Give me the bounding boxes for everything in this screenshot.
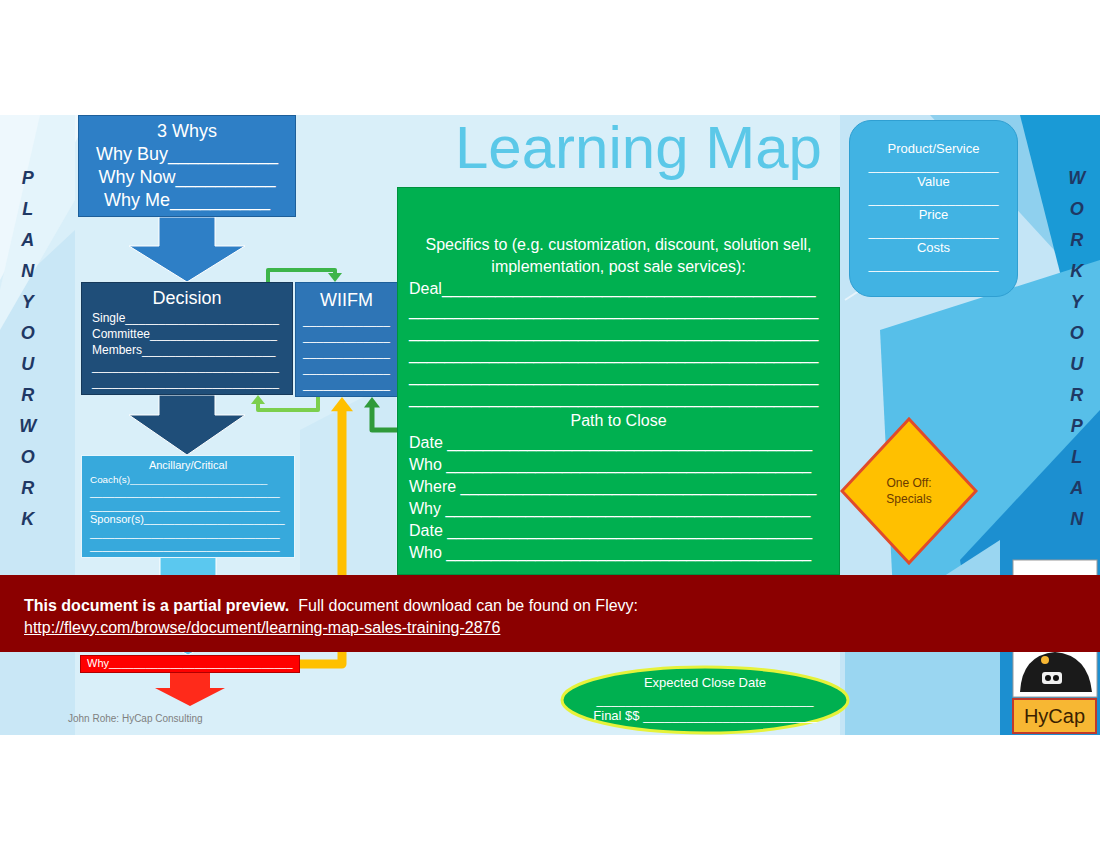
arrow-head [364, 397, 380, 407]
side-slogan: WORK YOUR PLAN [1066, 163, 1088, 535]
node-text: __________________ [858, 158, 1009, 175]
node-text: ______________________________ [597, 692, 814, 709]
node-text: ________________________________________… [409, 300, 828, 322]
logo-eye [1053, 675, 1059, 681]
logo-hat [1020, 652, 1092, 692]
node-text: Why Buy___________ [89, 143, 285, 166]
node-text: _____________ [301, 376, 392, 392]
flow-connector [129, 395, 245, 455]
connector-line [372, 407, 397, 430]
node-text: __________________ [858, 224, 1009, 241]
block-arrow [129, 217, 245, 282]
node-text: Single_______________________ [92, 310, 282, 326]
stripe [0, 115, 75, 330]
arrow-head [251, 395, 265, 404]
arrow-head [331, 397, 353, 411]
ancillary-box: Ancillary/CriticalCoach(s)______________… [81, 455, 295, 558]
node-text: Where __________________________________… [409, 476, 828, 498]
block-arrow [129, 395, 245, 455]
node-heading: Why______________________________ [87, 657, 293, 671]
whys-box: 3 WhysWhy Buy___________Why Now_________… [78, 115, 296, 217]
node-text: Coach(s)_________________________ [90, 473, 286, 487]
node-text: ________________________________________… [409, 388, 828, 410]
flow-connector [268, 270, 342, 282]
node-heading: Ancillary/Critical [90, 459, 286, 473]
node-heading: Decision [92, 287, 282, 310]
node-text: Sponsor(s)_______________________ [90, 513, 286, 527]
node-text: ________________________________________… [409, 366, 828, 388]
node-text: Why Now__________ [89, 166, 285, 189]
node-text: _______________________________ [90, 500, 286, 514]
node-text: ____________________________ [92, 374, 282, 390]
node-text: Full document download can be found on F… [298, 597, 638, 614]
node-heading: 3 Whys [89, 120, 285, 143]
node-text: Why ____________________________________… [409, 498, 828, 520]
logo-eyes [1042, 672, 1062, 684]
node-text: Path to Close [409, 410, 828, 432]
node-heading: Expected Close Date [644, 675, 766, 692]
page-title: Learning Map [455, 113, 822, 183]
node-text: _______________________________ [90, 486, 286, 500]
why-box: Why______________________________ [80, 655, 300, 673]
node-heading: Specifics to (e.g. customization, discou… [409, 234, 828, 278]
logo-dot [1041, 656, 1049, 664]
node-text: ________________________________________… [409, 322, 828, 344]
node-text: ________________________________________… [409, 344, 828, 366]
node-text: _____________ [301, 360, 392, 376]
node-text: _____________ [301, 344, 392, 360]
wiifm-box: WIIFM___________________________________… [295, 282, 398, 397]
node-heading: HyCap [1018, 702, 1091, 730]
node-text: Price [858, 207, 1009, 224]
node-text: _____________ [301, 312, 392, 328]
logo-eye [1045, 675, 1051, 681]
node-heading: WIIFM [301, 289, 392, 312]
node-text: Final $$ ________________________ [593, 708, 816, 725]
decision-box: DecisionSingle_______________________Com… [81, 282, 293, 395]
product-box: Product/Service__________________Value__… [849, 120, 1018, 297]
node-text: Who ____________________________________… [409, 454, 828, 476]
logo-badge: HyCap [1012, 698, 1097, 734]
diamond-outline [840, 417, 978, 565]
node-text: Value [858, 174, 1009, 191]
node-text: Why Me__________ [89, 189, 285, 212]
flow-connector [129, 217, 245, 282]
deal-box: Specifics to (e.g. customization, discou… [397, 187, 840, 575]
node-text: Members____________________ [92, 342, 282, 358]
node-heading: One Off: Specials [877, 475, 941, 507]
node-text: Who ____________________________________… [409, 542, 828, 564]
node-text: Costs [858, 240, 1009, 257]
connector-line [268, 270, 335, 282]
node-text: _______________________________ [90, 540, 286, 554]
preview-banner: This document is a partial preview. Full … [0, 575, 1100, 652]
footer-credit: John Rohe: HyCap Consulting [68, 712, 203, 725]
node-text: Committee___________________ [92, 326, 282, 342]
side-slogan: PLAN YOUR WORK [17, 163, 39, 535]
red-arrow [155, 673, 225, 706]
node-text: _____________ [301, 328, 392, 344]
panel-ground [0, 115, 1100, 735]
node-text: ____________________________ [92, 358, 282, 374]
node-text: _______________________________ [90, 527, 286, 541]
node-heading: Product/Service [858, 141, 1009, 158]
arrow-head [328, 273, 342, 282]
node-text: __________________ [858, 257, 1009, 274]
node-text: Date ___________________________________… [409, 432, 828, 454]
close-ellipse: Expected Close Date_____________________… [560, 665, 850, 735]
node-text: http://flevy.com/browse/document/learnin… [24, 617, 1076, 639]
node-heading: This document is a partial preview. [24, 597, 289, 614]
flow-connector [364, 397, 397, 430]
specials-diamond: One Off: Specials [840, 417, 978, 565]
node-text: __________________ [858, 191, 1009, 208]
connector-line [258, 397, 318, 410]
node-text: Date ___________________________________… [409, 520, 828, 542]
node-text: Deal____________________________________… [409, 278, 828, 300]
flow-connector [251, 395, 318, 410]
